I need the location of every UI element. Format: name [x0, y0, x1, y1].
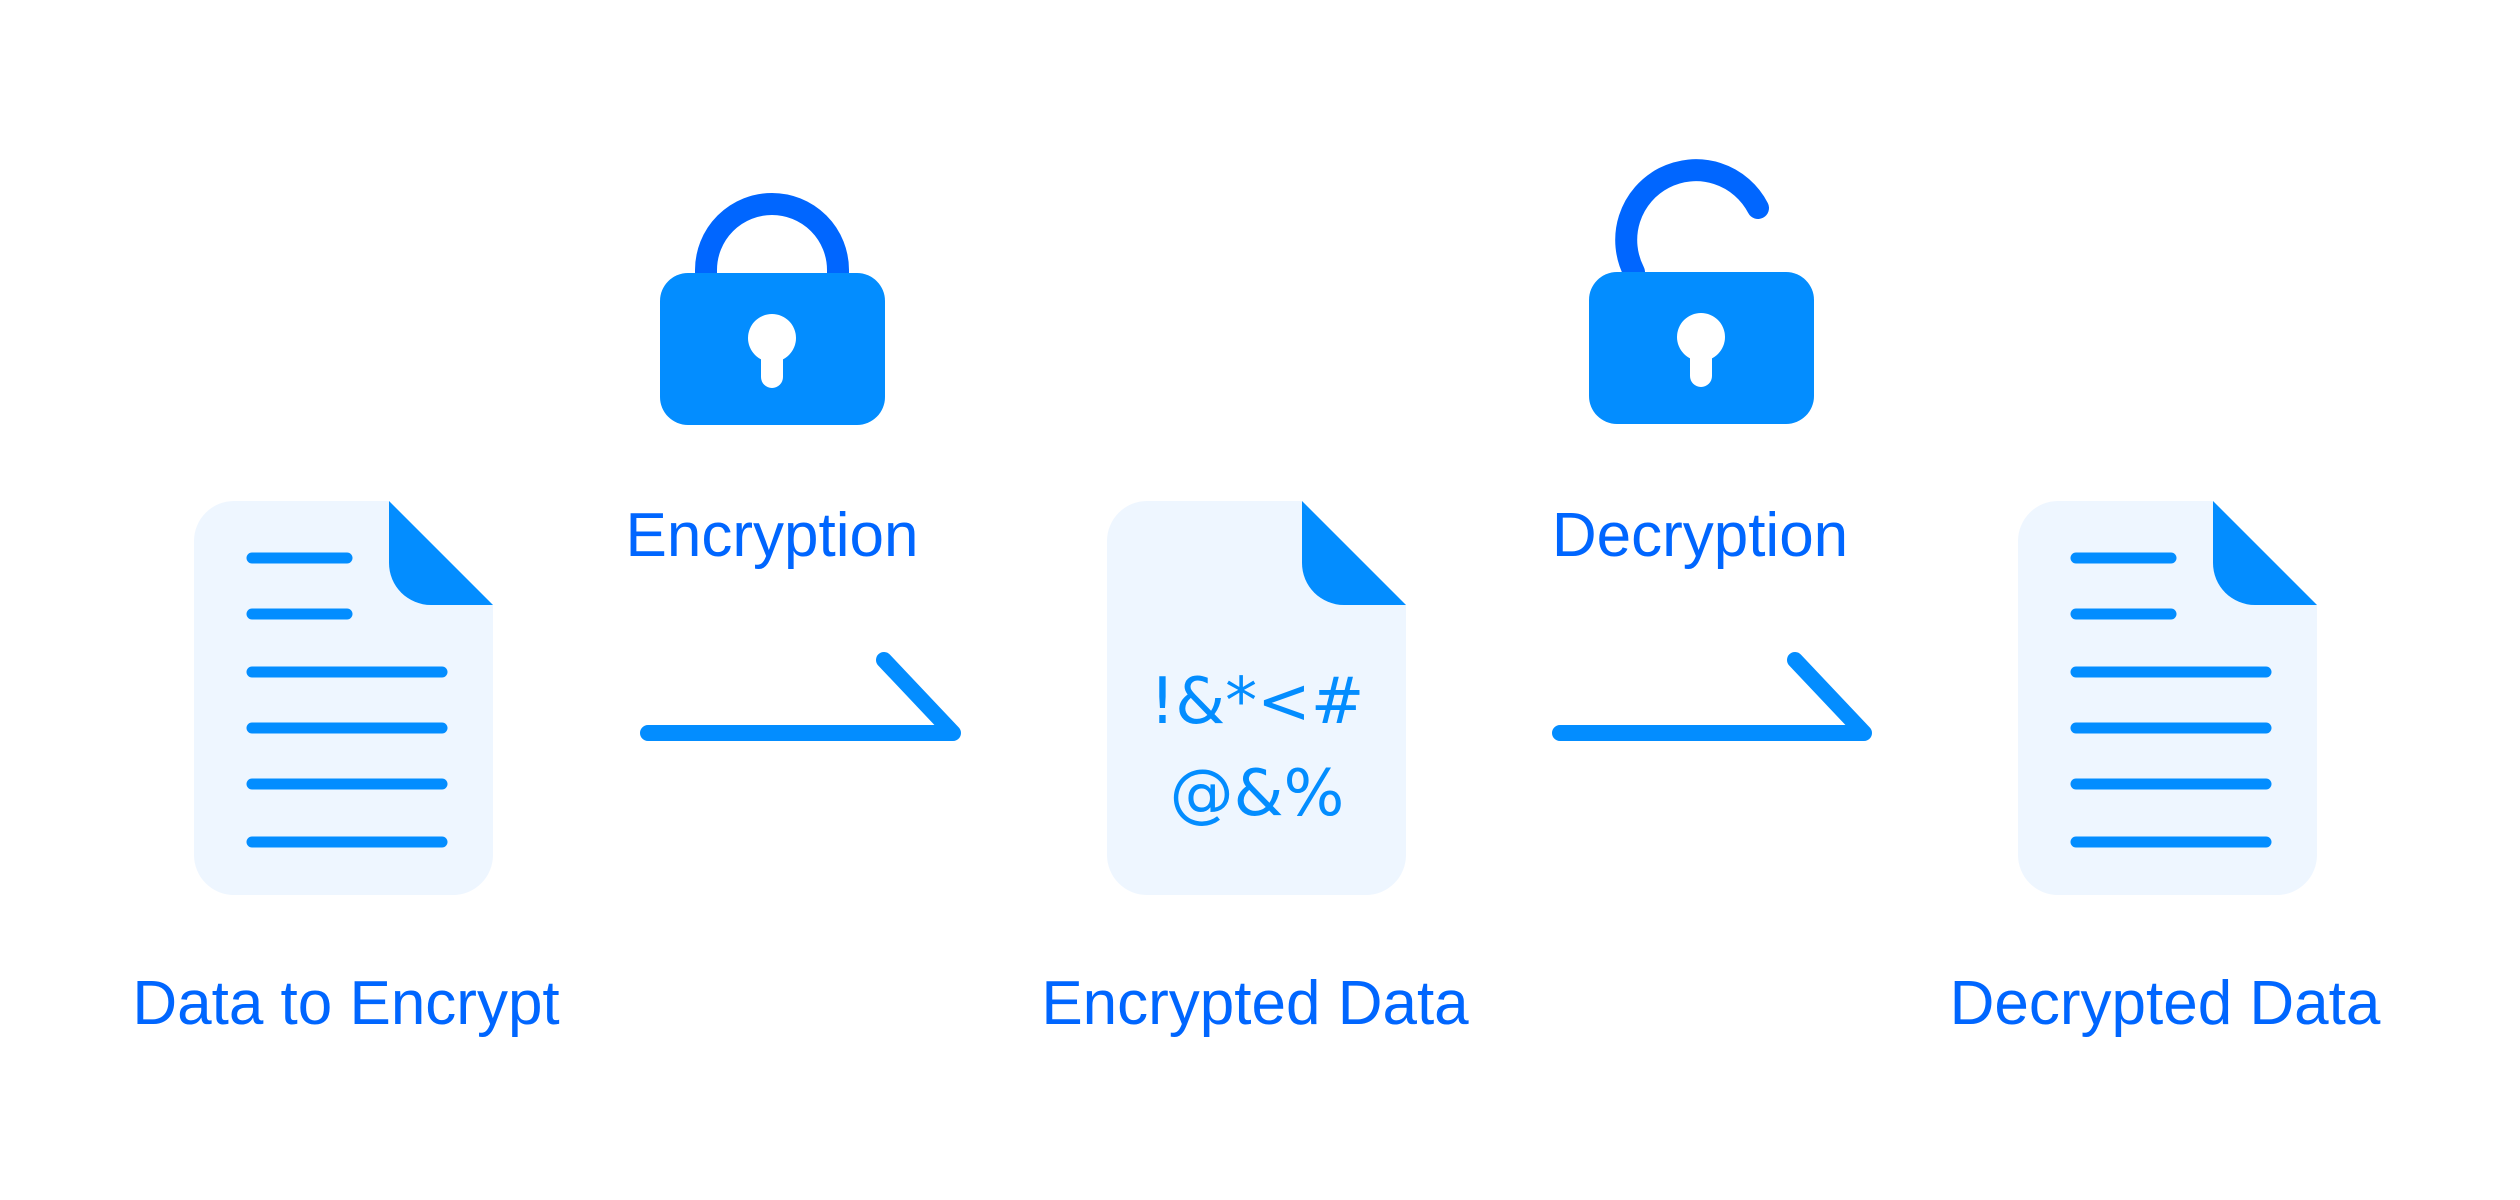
plain-document-icon	[194, 501, 493, 895]
encrypted-document-icon: !&*<# @&%	[1107, 501, 1406, 895]
decrypt-arrow-icon	[1552, 652, 1872, 741]
encrypt-arrow-icon	[640, 652, 961, 741]
data-to-encrypt-label: Data to Encrypt	[132, 969, 559, 1038]
decrypted-data-label: Decrypted Data	[1950, 969, 2381, 1038]
unlocked-padlock-icon	[1589, 159, 1814, 424]
decrypted-document-icon	[2018, 501, 2317, 895]
encrypted-symbols-line2: @&%	[1170, 757, 1345, 831]
decryption-label: Decryption	[1552, 501, 1848, 570]
encrypted-symbols-line1: !&*<#	[1150, 665, 1365, 739]
encryption-label: Encryption	[626, 501, 919, 570]
locked-padlock-icon	[660, 193, 885, 425]
encrypted-data-label: Encrypted Data	[1041, 969, 1469, 1038]
